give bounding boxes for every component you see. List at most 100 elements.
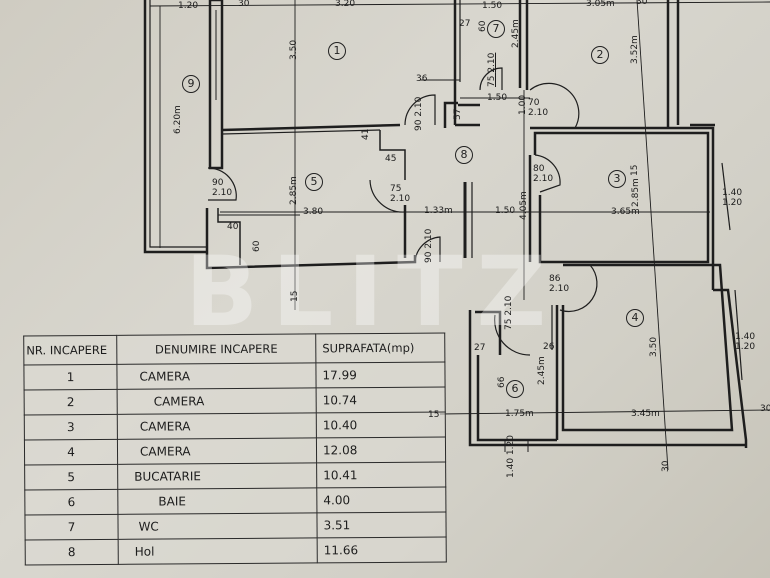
dimension-label: 15 bbox=[428, 410, 440, 420]
door-label: 75 2.10 bbox=[487, 52, 497, 87]
dimension-label: 3.45m bbox=[631, 409, 660, 419]
dimension-label: 1.50 bbox=[482, 1, 503, 11]
dimension-label: 60 bbox=[252, 240, 262, 252]
dimension-label: 45 bbox=[385, 154, 397, 164]
dimension-label: 2.45m bbox=[537, 356, 547, 385]
header-area: SUPRAFATA(mp) bbox=[315, 333, 445, 363]
room-area-cell: 10.40 bbox=[316, 412, 446, 438]
door-label: 75 2.10 bbox=[504, 295, 514, 330]
dimension-label: 36 bbox=[416, 74, 428, 84]
room-number-cell: 3 bbox=[24, 414, 118, 440]
table-header-row: NR. INCAPERE DENUMIRE INCAPERE SUPRAFATA… bbox=[23, 333, 445, 365]
dimension-label: 27 bbox=[459, 19, 471, 29]
room-name-cell: Hol bbox=[118, 537, 318, 565]
dimension-label: 3.50 bbox=[649, 336, 659, 357]
dimension-label: 2.45m bbox=[511, 19, 521, 48]
room-number-5: 5 bbox=[305, 173, 323, 191]
room-area-cell: 17.99 bbox=[315, 362, 446, 388]
dimension-label: 1.20 bbox=[178, 1, 199, 11]
dimension-label: 3.80 bbox=[303, 207, 324, 217]
room-number-cell: 1 bbox=[23, 364, 118, 390]
dimension-label: 6.20m bbox=[173, 105, 183, 134]
room-name-cell: CAMERA bbox=[117, 412, 317, 440]
room-area-cell: 3.51 bbox=[316, 512, 447, 538]
dimension-label: 30 bbox=[636, 0, 648, 7]
dimension-label: 15 bbox=[630, 164, 640, 176]
header-room-number: NR. INCAPERE bbox=[23, 335, 117, 365]
dimension-label: 66 bbox=[497, 376, 507, 388]
dimension-label: 3.50 bbox=[289, 39, 299, 60]
dimension-label: 1.00 bbox=[518, 94, 528, 115]
room-number-cell: 8 bbox=[25, 539, 119, 565]
room-number-cell: 4 bbox=[24, 439, 118, 465]
dimension-label: 57 bbox=[453, 108, 463, 120]
dimension-lines bbox=[149, 0, 770, 471]
room-number-9: 9 bbox=[182, 75, 200, 93]
dimension-label: 3.65m bbox=[611, 207, 640, 217]
dimension-label: 15 bbox=[290, 290, 300, 302]
dimension-label: 3.05m bbox=[586, 0, 615, 9]
dimension-label: 30 bbox=[661, 460, 671, 472]
room-name-cell: CAMERA bbox=[117, 387, 317, 415]
dimension-label: 3.20 bbox=[335, 0, 356, 9]
dimension-label: 2.85m bbox=[631, 178, 641, 207]
room-number-6: 6 bbox=[506, 380, 524, 398]
dimension-label: 26 bbox=[543, 342, 555, 352]
room-number-cell: 5 bbox=[24, 464, 118, 490]
room-area-cell: 10.74 bbox=[316, 387, 446, 413]
room-name-cell: BAIE bbox=[117, 487, 317, 515]
window-label: 1.40 1.20 bbox=[506, 435, 516, 478]
dimension-label: 40 bbox=[227, 222, 239, 232]
room-number-cell: 6 bbox=[24, 489, 118, 515]
room-name-cell: BUCATARIE bbox=[117, 462, 317, 490]
room-name-cell: CAMERA bbox=[116, 362, 317, 390]
door-label: 90 2.10 bbox=[424, 228, 434, 263]
room-area-cell: 12.08 bbox=[316, 437, 446, 463]
dimension-label: 60 bbox=[478, 20, 488, 32]
dimension-label: 30 bbox=[760, 404, 770, 414]
dimension-label: 2.85m bbox=[289, 176, 299, 205]
dimension-label: 1.33m bbox=[424, 206, 453, 216]
room-name-cell: CAMERA bbox=[117, 437, 317, 465]
room-area-table: NR. INCAPERE DENUMIRE INCAPERE SUPRAFATA… bbox=[23, 332, 447, 566]
room-number-cell: 7 bbox=[24, 514, 119, 540]
dimension-label: 27 bbox=[474, 343, 486, 353]
door-label: 90 2.10 bbox=[414, 96, 424, 131]
room-area-cell: 11.66 bbox=[317, 537, 447, 563]
room-name-cell: WC bbox=[117, 512, 318, 540]
dimension-label: 3.52m bbox=[630, 35, 640, 64]
room-number-cell: 2 bbox=[24, 389, 118, 415]
dimension-label: 1.50 bbox=[487, 93, 508, 103]
room-number-4: 4 bbox=[626, 309, 644, 327]
walls bbox=[143, 0, 748, 452]
dimension-label: 4.05m bbox=[519, 191, 529, 220]
dimension-label: 30 bbox=[238, 0, 250, 9]
dimension-label: 41 bbox=[361, 128, 371, 140]
room-number-1: 1 bbox=[328, 42, 346, 60]
dimension-label: 1.50 bbox=[495, 206, 516, 216]
room-number-7: 7 bbox=[487, 20, 505, 38]
room-number-8: 8 bbox=[455, 146, 473, 164]
room-area-cell: 10.41 bbox=[316, 462, 446, 488]
room-number-3: 3 bbox=[608, 170, 626, 188]
dimension-label: 1.75m bbox=[505, 409, 534, 419]
header-room-name: DENUMIRE INCAPERE bbox=[116, 333, 316, 365]
room-number-2: 2 bbox=[591, 46, 609, 64]
room-area-cell: 4.00 bbox=[316, 487, 446, 513]
